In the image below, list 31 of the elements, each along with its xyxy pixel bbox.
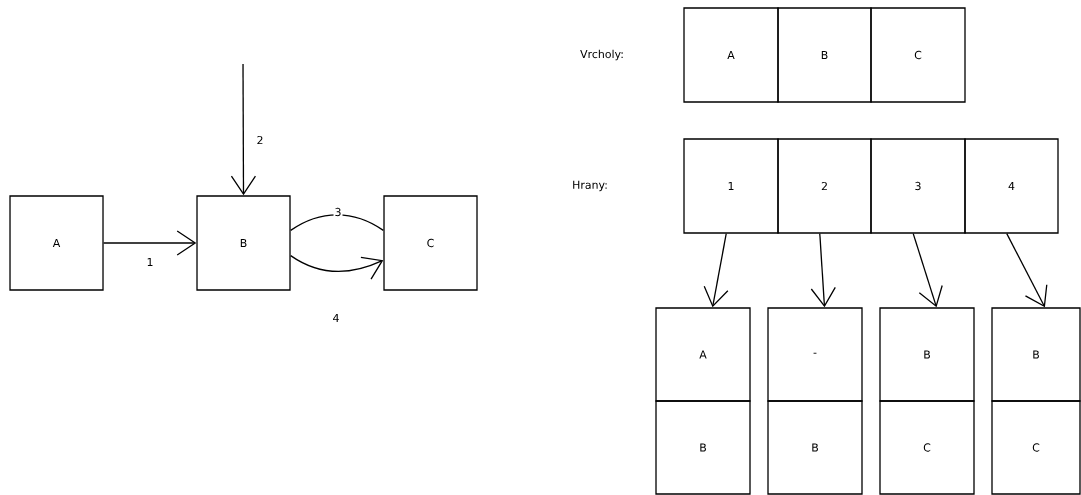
array-cell: A: [683, 7, 779, 103]
row-label: Hrany:: [573, 180, 607, 192]
arrow: [912, 233, 943, 308]
row-label: Vrcholy:: [580, 49, 623, 61]
array-cell: 2: [777, 138, 872, 234]
table-cell: C: [879, 400, 975, 495]
table-cell: C: [991, 400, 1081, 495]
table-cell: -: [767, 307, 863, 402]
table-cell: B: [655, 400, 751, 495]
arrow: [703, 233, 729, 308]
edge-label: 1: [145, 257, 155, 267]
array-cell: 1: [683, 138, 779, 234]
edge-label: 2: [255, 134, 265, 146]
edge-label: 4: [331, 313, 341, 323]
vertex-box: C: [383, 195, 478, 291]
array-cell: C: [870, 7, 966, 103]
table-cell: A: [655, 307, 751, 402]
arrow: [1006, 233, 1048, 308]
table-cell: B: [879, 307, 975, 402]
array-cell: 4: [964, 138, 1059, 234]
arrow: [290, 255, 384, 280]
arrow: [230, 63, 257, 196]
table-cell: B: [991, 307, 1081, 402]
array-cell: B: [777, 7, 872, 103]
array-cell: 3: [870, 138, 966, 234]
arrow: [103, 230, 197, 256]
vertex-box: B: [196, 195, 291, 291]
table-cell: B: [767, 400, 863, 495]
edge-label: 3: [333, 206, 343, 218]
arrow: [810, 233, 836, 308]
vertex-box: A: [9, 195, 104, 291]
